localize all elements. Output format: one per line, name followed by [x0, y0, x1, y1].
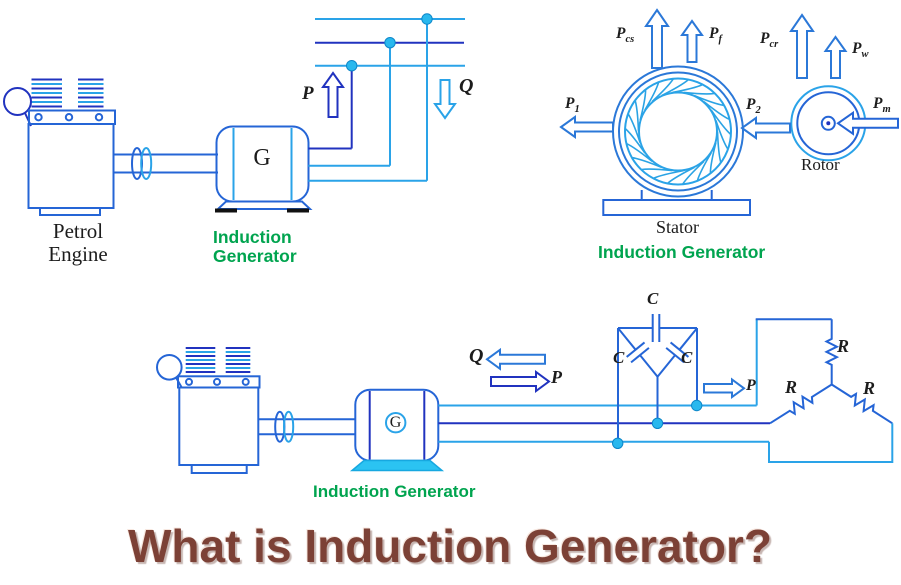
generator-caption-2: Induction Generator [598, 242, 766, 262]
p-cr-label: Pcr [760, 30, 779, 51]
generator-caption-1: Induction Generator [213, 227, 297, 266]
q-label-1: Q [459, 75, 474, 97]
capacitor-left-label: C [613, 348, 625, 367]
resistor-right-label: R [863, 378, 876, 398]
engine-caption: Petrol Engine [48, 219, 108, 266]
generator-letter-1: G [253, 145, 271, 171]
capacitor-top-label: C [647, 289, 659, 308]
p-1-arrow [559, 115, 614, 139]
shaft-coupling-2 [258, 410, 356, 443]
p-2-arrow [740, 116, 791, 140]
generator-body-1 [215, 125, 313, 213]
p-cs-arrow [644, 8, 670, 69]
p-f-arrow [680, 19, 704, 63]
stator-winding-hatch [625, 78, 731, 185]
bottom-power-arrows [485, 347, 746, 399]
junction-dot [651, 417, 664, 429]
three-phase-bus [308, 13, 465, 182]
generator-body-2 [349, 388, 445, 472]
generator-letter-2: G [389, 414, 402, 431]
page-title: What is Induction Generator? [127, 520, 773, 572]
p-m-arrow [836, 110, 899, 136]
active-power-up-arrow [321, 71, 345, 118]
junction-dot [612, 437, 624, 449]
q-left-arrow [485, 347, 546, 371]
petrol-engine-2 [156, 347, 261, 474]
p-2-label: P2 [746, 96, 761, 117]
resistor-star-load [755, 318, 894, 463]
petrol-engine-1 [3, 78, 116, 216]
p-label-1: P [302, 83, 314, 104]
capacitor-left [617, 327, 659, 378]
junction-dot [421, 13, 433, 25]
p-w-label: Pw [852, 40, 869, 61]
stator-label: Stator [656, 217, 699, 237]
p-m-label: Pm [873, 95, 891, 116]
power-flow-arrows [559, 8, 899, 140]
p-cs-label: Pcs [616, 25, 635, 46]
p-1-label: P1 [565, 95, 580, 116]
junction-dot [384, 37, 396, 49]
capacitor-right [656, 327, 698, 378]
flywheel-1 [3, 87, 32, 116]
p-output-label: P [746, 377, 756, 394]
p-output-arrow [703, 377, 746, 399]
flywheel-2 [156, 354, 183, 381]
shaft-coupling-1 [113, 147, 218, 180]
p-label-3: P [551, 367, 562, 387]
resistor-top [824, 319, 840, 385]
resistor-left [769, 383, 833, 425]
capacitor-bank [612, 314, 703, 449]
p-cr-arrow [789, 13, 815, 79]
p-right-arrow [490, 370, 551, 393]
capacitor-right-label: C [681, 348, 693, 367]
three-phase-lines-2 [438, 404, 770, 443]
stator-drawing [602, 65, 751, 216]
p-w-arrow [823, 35, 848, 79]
junction-dot [691, 399, 703, 412]
rotor-label: Rotor [801, 155, 840, 174]
resistor-top-label: R [837, 336, 850, 356]
junction-dot [346, 59, 358, 72]
q-label-3: Q [469, 345, 484, 367]
p-f-label: Pf [709, 25, 722, 46]
resistor-right [831, 383, 893, 425]
generator-caption-3: Induction Generator [313, 482, 476, 501]
reactive-power-down-arrow [433, 79, 457, 120]
resistor-left-label: R [785, 377, 798, 397]
